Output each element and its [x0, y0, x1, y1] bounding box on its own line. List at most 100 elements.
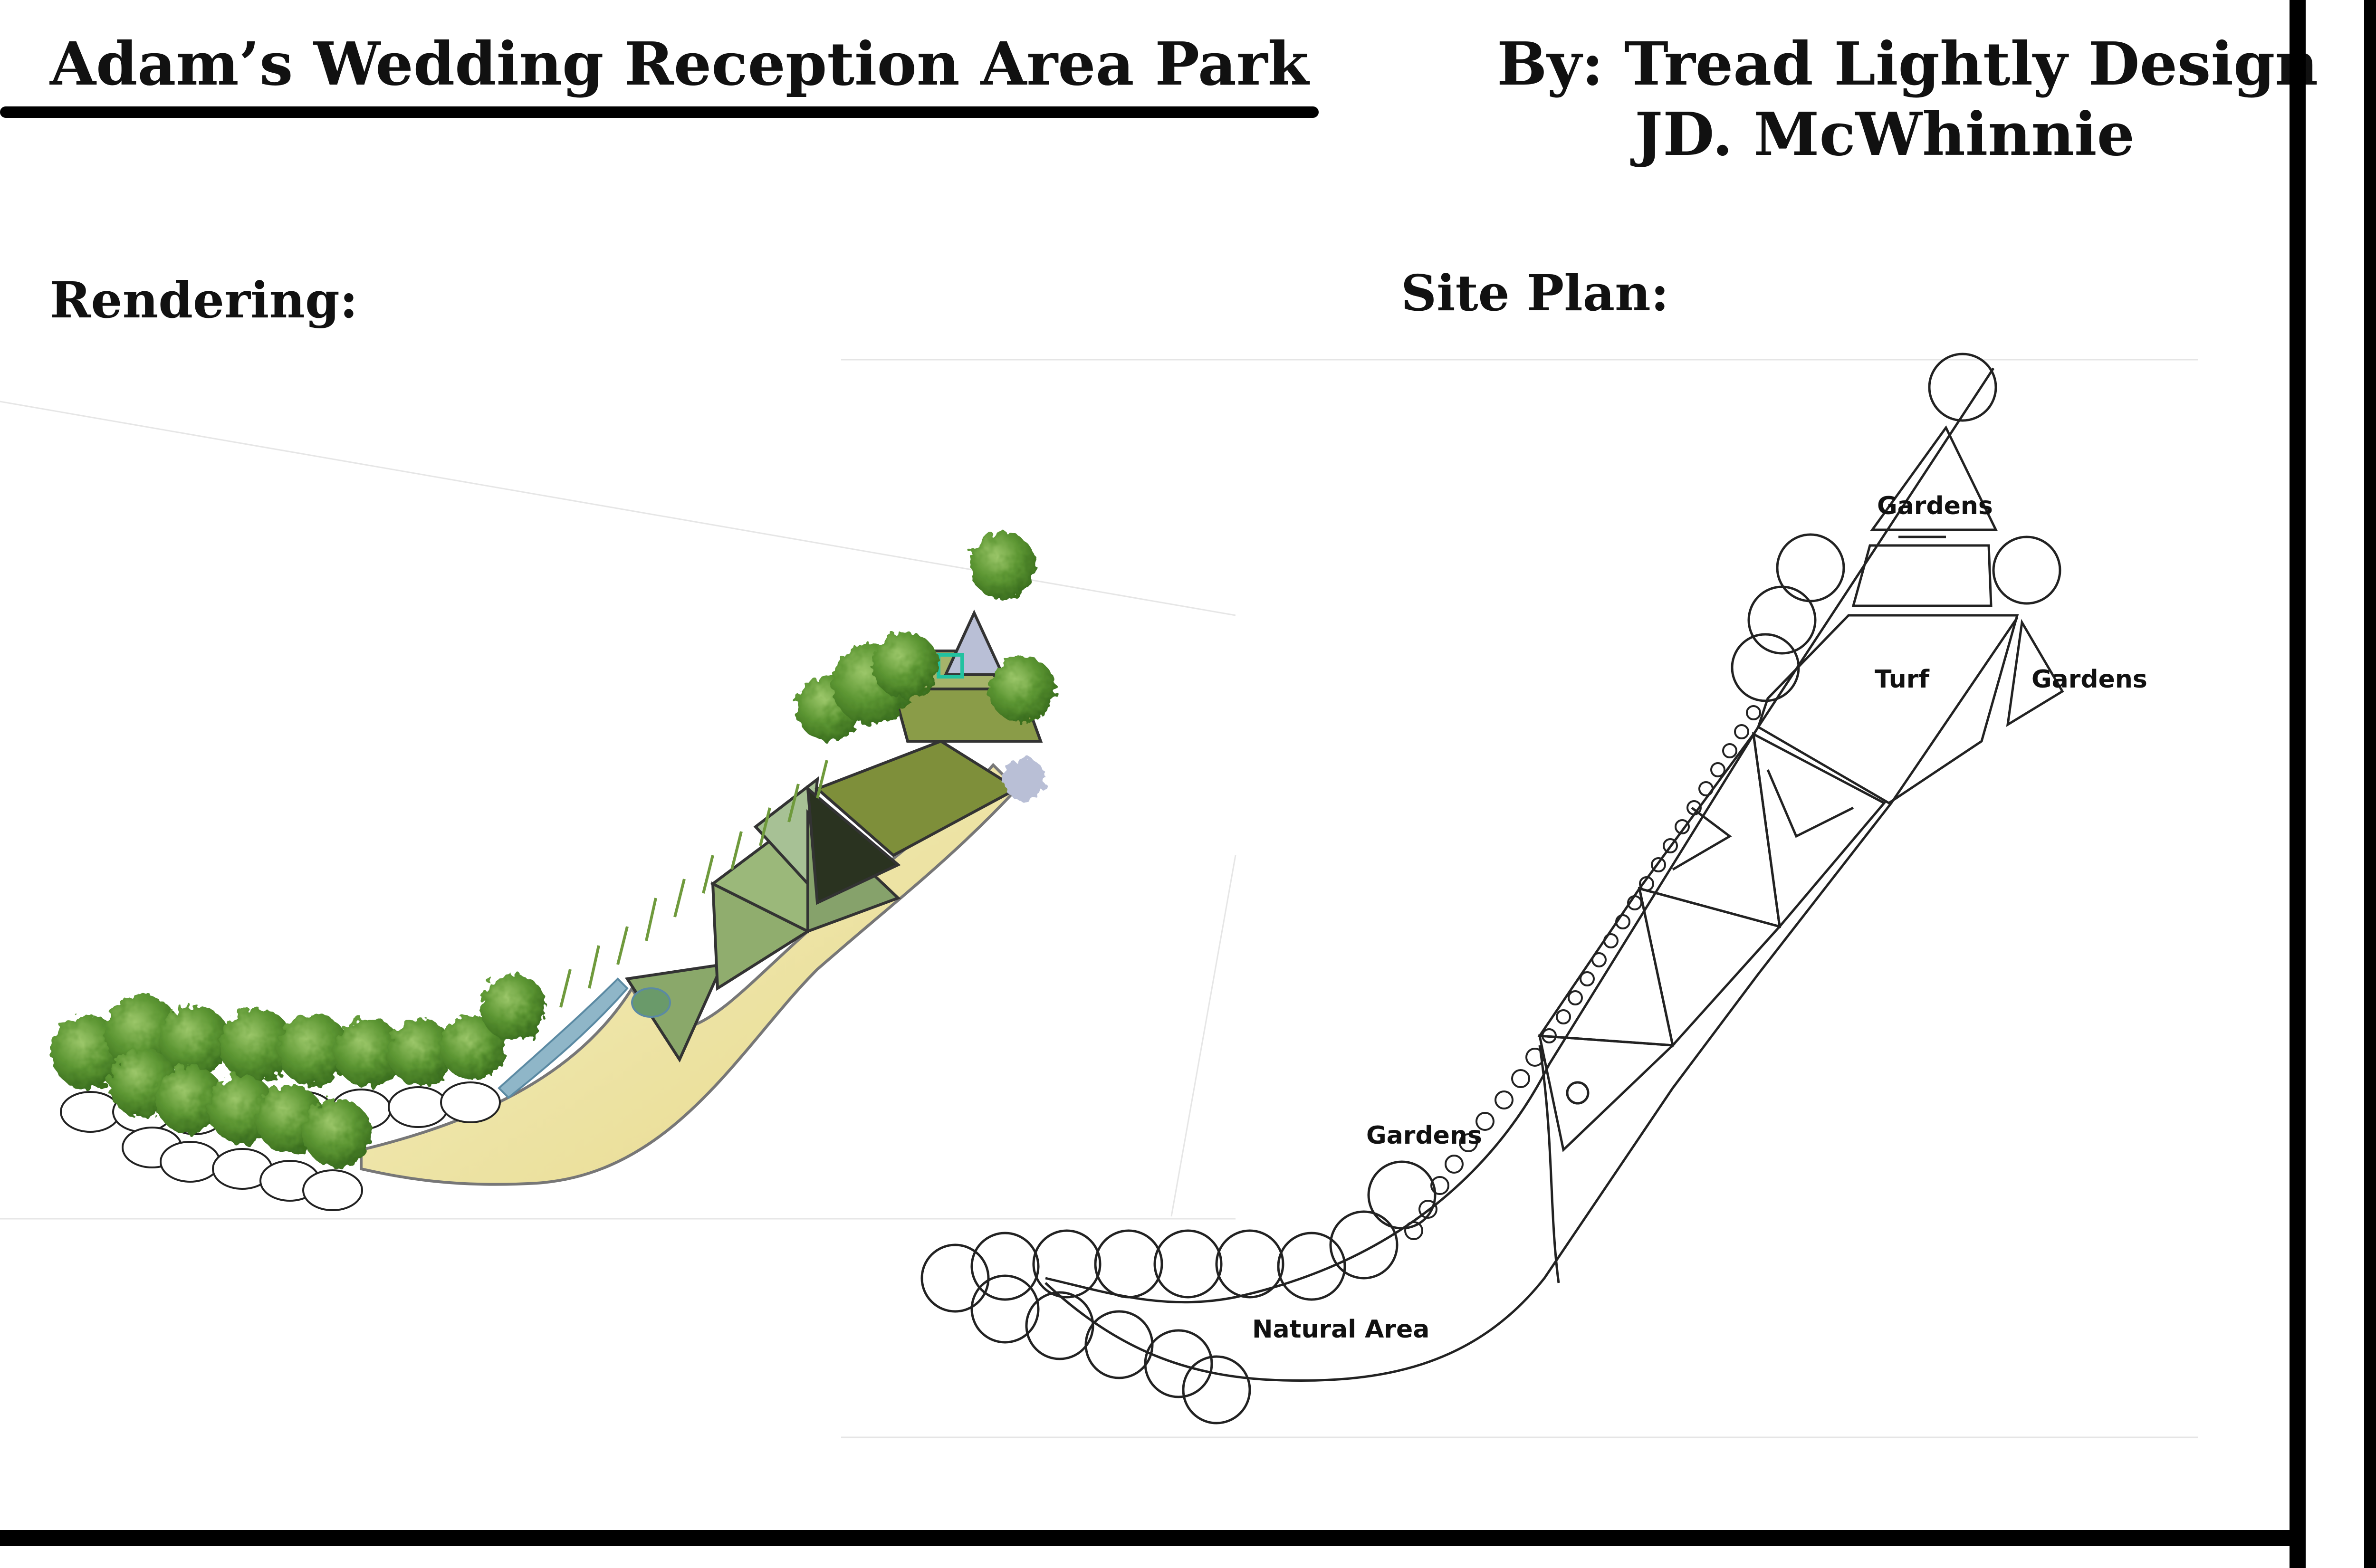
- label-gardens-top: Gardens: [1877, 492, 1993, 520]
- hedge-circle: [1698, 781, 1714, 796]
- rendering-trees: [51, 532, 1055, 1167]
- tree: [105, 995, 181, 1071]
- tree-canopy: [920, 1243, 990, 1313]
- gardens-right-triangle: [2006, 619, 2064, 727]
- tree: [969, 532, 1036, 599]
- hedge-circle: [1430, 1176, 1449, 1195]
- author-line-1: By: Tread Lightly Design: [1497, 29, 2319, 99]
- secondary-path: [1538, 1045, 1560, 1283]
- water-channel: [498, 977, 629, 1099]
- frame-right-bar-outer: [2290, 0, 2306, 1568]
- pond: [631, 987, 671, 1018]
- top-rect-plot: [1851, 544, 1993, 607]
- hedge-circle: [1542, 1028, 1557, 1043]
- tree-canopy: [1277, 1232, 1346, 1301]
- top-circle: [1928, 353, 1997, 422]
- label-gardens-left: Gardens: [1366, 1121, 1482, 1150]
- triangle-bed-c: [1638, 887, 1782, 1048]
- grass-strip: [559, 760, 828, 1008]
- tree-canopy: [1094, 1229, 1163, 1299]
- hedge-circle: [1686, 800, 1702, 815]
- tree-canopy: [1367, 1160, 1437, 1230]
- tree: [278, 1014, 350, 1086]
- hedge-circle: [1445, 1155, 1464, 1174]
- tree: [480, 974, 546, 1041]
- tree-canopy: [1329, 1210, 1399, 1280]
- hedge-circle: [1568, 990, 1583, 1005]
- tree: [156, 1066, 224, 1134]
- rendering-label: Rendering:: [50, 271, 358, 329]
- hedge-circle: [1746, 705, 1761, 720]
- gardens-top-triangle: [1870, 425, 1998, 531]
- hedge-circle: [1511, 1069, 1530, 1088]
- gazebo-triangle: [943, 609, 1005, 676]
- fountain: [1566, 1081, 1590, 1105]
- tree-canopy: [1032, 1229, 1102, 1299]
- hedge-circle: [1639, 876, 1654, 891]
- tree-canopy: [1025, 1291, 1094, 1360]
- tree-canopy: [1215, 1229, 1284, 1299]
- hedge-circles: [1404, 705, 1761, 1240]
- hedge-circle: [1675, 819, 1690, 834]
- bed-detail-2: [1672, 807, 1732, 871]
- hedge-circle: [1663, 838, 1678, 853]
- tree: [441, 1015, 505, 1080]
- tree-footprint: [440, 1081, 501, 1123]
- page-title: Adam’s Wedding Reception Area Park: [50, 29, 1309, 99]
- hedge-circle: [1615, 914, 1630, 929]
- tree: [303, 1099, 372, 1167]
- rendering-walkway: [360, 763, 1019, 1186]
- hedge-circle: [1603, 933, 1619, 948]
- label-natural-area: Natural Area: [1252, 1315, 1430, 1344]
- site-plan-linework: [920, 353, 2064, 1425]
- tree-footprint: [302, 1169, 363, 1211]
- frame-bottom-bar: [0, 1530, 2300, 1546]
- frame-right-bar-inner: [2364, 0, 2376, 1568]
- bed-detail-1: [1766, 769, 1854, 838]
- hedge-circle: [1495, 1090, 1514, 1109]
- garden-bed-dark: [806, 785, 901, 905]
- hedge-circle: [1591, 952, 1607, 967]
- hedge-circle: [1404, 1221, 1423, 1240]
- tree: [988, 656, 1055, 722]
- label-gardens-right: Gardens: [2031, 665, 2147, 694]
- tree-canopy: [970, 1274, 1040, 1344]
- tree-canopy: [1747, 585, 1817, 655]
- tree: [334, 1018, 402, 1087]
- tree: [1003, 758, 1045, 801]
- hedge-circle: [1722, 743, 1737, 758]
- site-plan-frame-lines: [841, 359, 2198, 1438]
- tree: [872, 632, 939, 698]
- tree-canopy-circles: [920, 533, 1845, 1425]
- turf-area: [1756, 614, 2019, 804]
- tree-canopy: [1182, 1355, 1251, 1425]
- hedge-circle: [1475, 1112, 1495, 1131]
- triangle-bed-b: [1637, 731, 1781, 928]
- hedge-circle: [1580, 971, 1595, 986]
- tree-canopy: [1153, 1229, 1223, 1299]
- rendering-water: [498, 977, 671, 1099]
- tree-canopy: [1731, 633, 1800, 702]
- hedge-circle: [1418, 1200, 1437, 1219]
- tree: [160, 1005, 230, 1076]
- label-turf: Turf: [1875, 665, 1930, 694]
- main-path-outer: [1045, 367, 1995, 1304]
- hedge-circle: [1734, 724, 1749, 739]
- hedge-circle: [1556, 1009, 1571, 1024]
- tree-canopy: [1084, 1310, 1154, 1379]
- tree: [220, 1008, 294, 1082]
- hedge-circle: [1525, 1048, 1544, 1067]
- tree-canopy: [1144, 1329, 1213, 1398]
- title-underline: [0, 106, 1319, 118]
- hedge-circle: [1651, 857, 1666, 872]
- site-plan-label: Site Plan:: [1401, 264, 1669, 322]
- hedge-circle: [1627, 895, 1642, 910]
- hedge-circle: [1710, 762, 1725, 777]
- author-line-2: JD. McWhinnie: [1635, 100, 2135, 169]
- main-path-inner: [1044, 617, 2019, 1382]
- tree: [387, 1019, 454, 1086]
- tree-canopy: [1776, 533, 1845, 602]
- triangle-bed-e: [1538, 1034, 1676, 1152]
